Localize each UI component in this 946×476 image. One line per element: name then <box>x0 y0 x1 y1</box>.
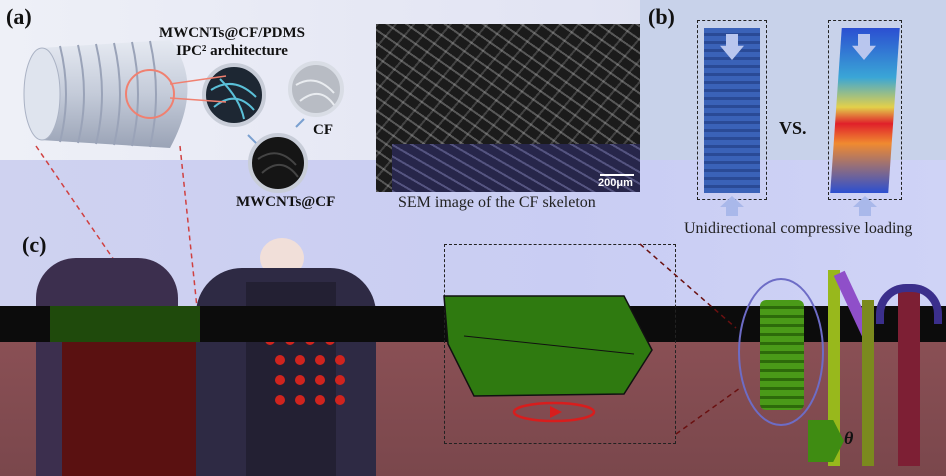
vs-label: VS. <box>779 118 807 138</box>
panel-c-label: (c) <box>22 232 47 257</box>
composite-title-line2: IPC² architecture <box>176 43 288 59</box>
mwcnt-label: MWCNTs@CF <box>236 194 336 210</box>
y-shaped-rod-head <box>876 284 942 324</box>
olive-rod <box>862 300 874 466</box>
composite-cylinder <box>23 40 188 148</box>
composite-title-line1: MWCNTs@CF/PDMS <box>159 25 305 41</box>
zoom-lines-cylinder <box>170 75 227 103</box>
figure-left-lower <box>62 340 202 476</box>
panel-a-label: (a) <box>6 4 32 29</box>
zoom-lines-to-spring <box>639 243 741 435</box>
spring-cell-outline <box>738 278 824 426</box>
pad-detail-frame <box>444 244 676 444</box>
sem-image-lower-strip <box>392 144 640 192</box>
scale-bar-label: 200μm <box>598 177 633 189</box>
spring-cell <box>760 300 804 410</box>
cf-label: CF <box>313 122 333 138</box>
loading-caption: Unidirectional compressive loading <box>684 220 913 237</box>
green-rod <box>828 270 840 466</box>
fabrication-cycle <box>202 61 344 193</box>
sem-caption: SEM image of the CF skeleton <box>398 194 596 211</box>
panel-b-label: (b) <box>648 4 675 29</box>
theta-label: θ <box>844 428 854 448</box>
y-shaped-rod <box>898 290 920 466</box>
pad-cross-section <box>443 295 653 423</box>
green-glitch-strip <box>50 306 200 342</box>
scale-bar-line <box>600 174 634 176</box>
composite-title: MWCNTs@CF/PDMS IPC² architecture <box>150 24 314 60</box>
